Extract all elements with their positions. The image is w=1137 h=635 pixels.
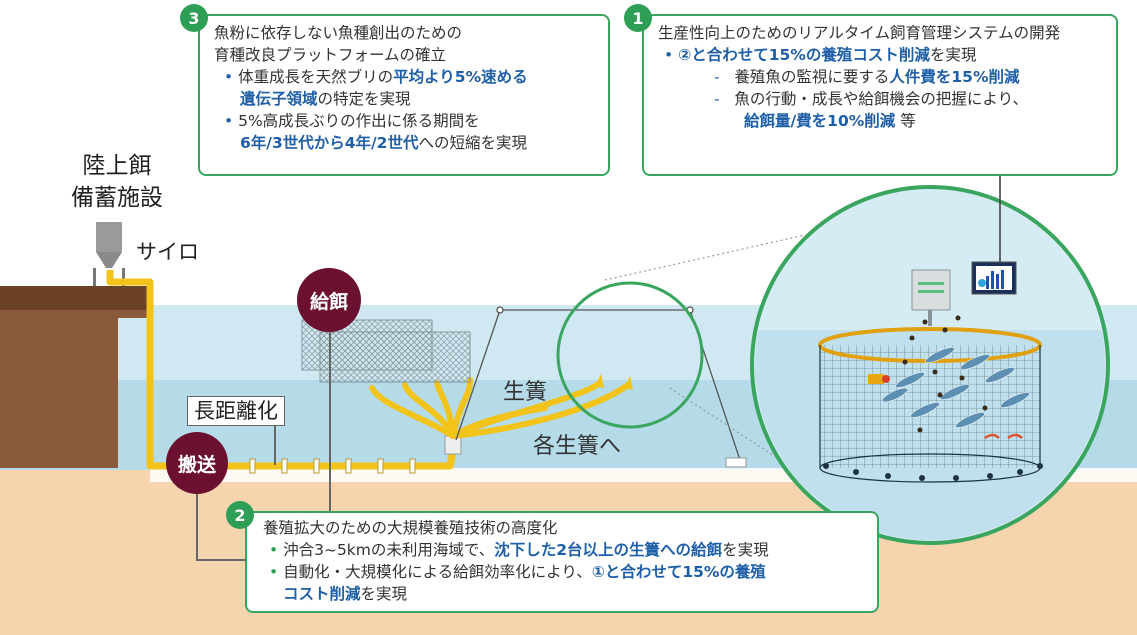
box2-b1-text: 沖合3~5kmの未利用海域で、 [283, 541, 495, 559]
facility-label-line1: 陸上餌 [82, 153, 152, 179]
box3-b2-text: 5%高成長ぶりの作出に係る期間を [238, 112, 480, 130]
facility-label: 陸上餌 備蓄施設 [52, 150, 182, 214]
cage-label: 生簀 [503, 380, 548, 405]
box1-s1-highlight: 人件費を15%削減 [889, 68, 1020, 86]
number-badge-1: 1 [624, 4, 652, 32]
transport-badge: 搬送 [166, 432, 228, 494]
bullet-dot: • [664, 46, 674, 64]
box1-sub2: - 魚の行動・成長や給餌機会の把握により、 [658, 88, 1108, 110]
box2-b1-text2: を実現 [722, 541, 769, 559]
box3-title-line1: 魚粉に依存しない魚種創出のための [214, 24, 463, 42]
anchor-block [725, 457, 747, 468]
box3-b1-text2: の特定を実現 [317, 90, 411, 108]
feed-pipe [106, 270, 458, 470]
box2-bullet2: • 自動化・大規模化による給餌効率化により、①と合わせて15%の養殖 [263, 561, 867, 583]
box-large-scale-aquaculture: 養殖拡大のための大規模養殖技術の高度化 • 沖合3~5kmの未利用海域で、沈下し… [245, 511, 879, 613]
box3-bullet2: • 5%高成長ぶりの作出に係る期間を [214, 110, 598, 132]
box2-b2-text: 自動化・大規模化による給餌効率化により、 [283, 563, 592, 581]
silo-label: サイロ [136, 240, 199, 264]
bullet-dot: • [224, 68, 234, 86]
zoom-circle-small [556, 281, 704, 429]
box3-title-line2: 育種改良プラットフォームの確立 [214, 46, 447, 64]
box1-sub2-cont: 給餌量/費を10%削減 等 [658, 110, 1108, 132]
box2-bullet1: • 沖合3~5kmの未利用海域で、沈下した2台以上の生簀への給餌を実現 [263, 539, 867, 561]
facility-label-line2: 備蓄施設 [71, 185, 163, 211]
zoom-connectors [604, 234, 861, 513]
box1-sub1: - 養殖魚の監視に要する人件費を15%削減 [658, 66, 1108, 88]
box1-b1-text: を実現 [929, 46, 977, 64]
branch-arrows [595, 374, 633, 390]
box1-bullet1: • ②と合わせて15%の養殖コスト削減を実現 [658, 44, 1108, 66]
pipe-joints [249, 458, 416, 474]
box1-s2-suffix: 等 [900, 112, 916, 130]
number-badge-3: 3 [180, 4, 208, 32]
box3-b2-highlight: 6年/3世代から4年/2世代 [240, 134, 419, 152]
box2-bullet2-cont: コスト削減を実現 [263, 583, 867, 605]
box2-title: 養殖拡大のための大規模養殖技術の高度化 [263, 519, 558, 537]
box3-b1-highlight: 平均より5%速める [393, 68, 528, 86]
branch-pipes [369, 377, 631, 439]
box3-b1-text: 体重成長を天然ブリの [238, 68, 394, 86]
bullet-dot: • [269, 563, 279, 581]
box2-b2-text2: を実現 [360, 585, 408, 603]
silo-icon [93, 222, 125, 286]
dash-marker: - [714, 68, 720, 86]
to-each-cage-label: 各生簀へ [533, 434, 622, 459]
feeding-nets [301, 319, 471, 383]
box3-bullet2-cont: 6年/3世代から4年/2世代への短縮を実現 [214, 132, 598, 154]
box-realtime-management: 生産性向上のためのリアルタイム飼育管理システムの開発 • ②と合わせて15%の養… [642, 14, 1118, 176]
number-badge-2: 2 [226, 501, 254, 529]
box2-b1-highlight: 沈下した2台以上の生簀への給餌 [494, 541, 723, 559]
long-distance-label: 長距離化 [187, 396, 285, 426]
land [0, 286, 150, 468]
box2-b2-highlight: ①と合わせて15%の養殖 [591, 563, 766, 581]
box1-s1-text: 養殖魚の監視に要する [734, 68, 890, 86]
box1-s2-text: 魚の行動・成長や給餌機会の把握により、 [734, 90, 1028, 108]
box-breeding-platform: 魚粉に依存しない魚種創出のための 育種改良プラットフォームの確立 • 体重成長を… [198, 14, 610, 176]
bullet-dot: • [269, 541, 279, 559]
land-soil [0, 286, 150, 310]
box1-b1-highlight: ②と合わせて15%の養殖コスト削減 [678, 46, 930, 64]
dash-marker: - [714, 90, 720, 108]
box3-bullet1-cont: 遺伝子領域の特定を実現 [214, 88, 598, 110]
box1-s2-highlight: 給餌量/費を10%削減 [744, 112, 896, 130]
box3-bullet1: • 体重成長を天然ブリの平均より5%速める [214, 66, 598, 88]
bullet-dot: • [224, 112, 234, 130]
box3-b1-highlight2: 遺伝子領域 [240, 90, 318, 108]
box2-b2-highlight2: コスト削減 [283, 585, 361, 603]
box1-title: 生産性向上のためのリアルタイム飼育管理システムの開発 [658, 24, 1061, 42]
feeding-badge: 給餌 [297, 268, 361, 332]
box3-b2-text2: への短縮を実現 [418, 134, 527, 152]
